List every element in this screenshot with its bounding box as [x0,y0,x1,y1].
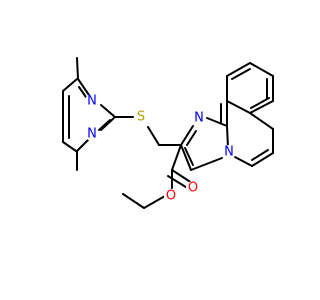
bond [226,100,251,114]
bond [251,149,269,161]
bond [206,117,228,127]
bond [98,119,111,131]
bond [171,169,193,184]
bond [250,97,270,109]
atom-label-layer: N N S N N O O [85,94,236,204]
bond [147,126,160,146]
bond [180,125,194,146]
nitrogen-atom-label: N [87,127,97,142]
nitrogen-atom-label: N [224,145,234,160]
bond [76,57,79,80]
bond [186,130,197,146]
bond [190,157,223,171]
nitrogen-atom-label: N [194,111,204,126]
bond [62,78,78,92]
bond [249,112,274,130]
bond [226,125,229,149]
oxygen-atom-label: O [188,181,198,196]
bond [251,152,274,167]
nitrogen-atom-label: N [87,94,97,109]
bond [167,175,190,190]
bond [62,141,77,152]
bond [234,156,253,167]
bond [143,195,166,209]
bond [100,104,116,118]
oxygen-atom-label: O [166,189,176,204]
bond [226,62,251,77]
bond [171,144,182,171]
bond [180,144,192,171]
molecule-structure-diagram: N N S N N O O [62,57,274,209]
bond [231,68,251,80]
bond [122,193,145,209]
bond [249,62,274,77]
bond-layer [62,57,274,209]
bond [184,147,194,166]
sulfur-atom-label: S [137,110,145,125]
bond [249,100,274,114]
bond [100,116,116,131]
